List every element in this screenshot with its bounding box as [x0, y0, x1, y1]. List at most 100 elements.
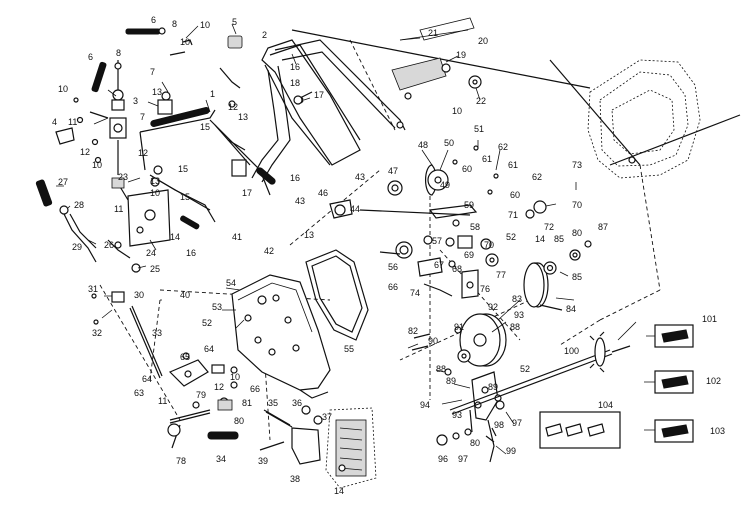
callout-2: 2: [262, 30, 267, 40]
callout-85: 85: [572, 272, 582, 282]
callout-11: 11: [68, 117, 77, 127]
callout-10g: 10: [230, 372, 240, 382]
callout-24: 24: [146, 248, 156, 258]
callout-9: 10: [180, 37, 190, 47]
gasket: [305, 249, 369, 341]
callout-89b: 89: [488, 382, 498, 392]
callout-16c: 16: [186, 248, 196, 258]
callout-83: 83: [512, 294, 522, 304]
upper-right-small-parts: [391, 17, 482, 100]
callout-10e: 10: [150, 188, 160, 198]
callout-103: 103: [710, 426, 725, 436]
callout-29: 29: [72, 242, 82, 252]
callout-52: 52: [506, 232, 516, 242]
callout-27: 27: [58, 177, 68, 187]
callout-60b: 60: [510, 190, 520, 200]
callout-72: 72: [544, 222, 554, 232]
callout-1: 1: [210, 89, 215, 99]
callout-32: 32: [92, 328, 102, 338]
callout-36: 36: [292, 398, 302, 408]
callout-47: 47: [388, 166, 398, 176]
callout-43b: 43: [355, 172, 365, 182]
callout-10f: 10: [452, 106, 462, 116]
callout-30: 30: [134, 290, 144, 300]
callout-8: 8: [172, 19, 177, 29]
callout-63: 63: [134, 388, 144, 398]
callout-88: 88: [510, 322, 520, 332]
callout-39: 39: [258, 456, 268, 466]
callout-12: 12: [228, 102, 238, 112]
callout-64b: 64: [142, 374, 152, 384]
callout-25: 25: [150, 264, 160, 274]
callout-8b: 8: [116, 48, 121, 58]
callout-54: 54: [226, 278, 236, 288]
callout-15: 15: [200, 122, 210, 132]
callout-92: 92: [488, 302, 498, 312]
callout-76: 76: [480, 284, 490, 294]
callout-59: 59: [464, 200, 474, 210]
callout-58: 58: [470, 222, 480, 232]
callout-21: 21: [428, 28, 438, 38]
callout-69: 69: [464, 250, 474, 260]
callout-51: 51: [474, 124, 484, 134]
callout-80b: 80: [470, 438, 480, 448]
callout-17b: 17: [242, 188, 252, 198]
callout-104: 104: [598, 400, 613, 410]
callout-93: 93: [514, 310, 524, 320]
callout-12c: 12: [138, 148, 148, 158]
hardware-kit-box: [539, 411, 621, 449]
callout-82: 82: [408, 326, 418, 336]
callout-43: 43: [295, 196, 305, 206]
callout-13c: 13: [150, 176, 160, 186]
callout-80c: 80: [234, 416, 244, 426]
callout-6: 6: [151, 15, 156, 25]
callout-13: 13: [152, 87, 162, 97]
callout-93b: 93: [452, 410, 462, 420]
callout-56: 56: [388, 262, 398, 272]
callout-labels: 6 8 10 5 2 10 6 8 7 18 16 10 3 13 1 12 1…: [52, 15, 725, 496]
callout-7: 7: [150, 67, 155, 77]
lower-spring-area: [325, 407, 377, 489]
callout-15b: 15: [178, 164, 188, 174]
callout-41: 41: [232, 232, 242, 242]
drive-wheels: [411, 240, 592, 376]
axle-shaft: [449, 331, 631, 415]
callout-52b: 52: [520, 364, 530, 374]
callout-50: 50: [444, 138, 454, 148]
callout-70: 70: [572, 200, 582, 210]
callout-19: 19: [456, 50, 466, 60]
callout-74: 74: [410, 288, 420, 298]
callout-91: 91: [454, 322, 464, 332]
callout-78: 78: [176, 456, 186, 466]
callout-14c: 14: [334, 486, 344, 496]
callout-3: 3: [133, 96, 138, 106]
callout-6b: 6: [88, 52, 93, 62]
lower-drive-parts: [436, 371, 505, 463]
callout-26: 26: [104, 240, 114, 250]
callout-16-top: 16: [290, 62, 300, 72]
callout-37: 37: [322, 412, 332, 422]
callout-7b: 7: [140, 112, 145, 122]
callout-80: 80: [572, 228, 582, 238]
callout-44: 44: [350, 204, 360, 214]
callout-61: 61: [482, 154, 492, 164]
callout-38: 38: [290, 474, 300, 484]
callout-11c: 11: [158, 396, 167, 406]
callout-66: 66: [388, 282, 398, 292]
callout-31: 31: [88, 284, 98, 294]
callout-97: 97: [512, 418, 522, 428]
callout-68: 68: [452, 264, 462, 274]
callout-20: 20: [478, 36, 488, 46]
callout-65: 65: [180, 352, 190, 362]
callout-34: 34: [216, 454, 226, 464]
callout-99: 99: [506, 446, 516, 456]
callout-66b: 66: [250, 384, 260, 394]
belt-packs: [654, 324, 694, 443]
callout-62: 62: [498, 142, 508, 152]
callout-98: 98: [494, 420, 504, 430]
callout-17: 17: [314, 90, 324, 100]
callout-49: 49: [440, 180, 450, 190]
callout-64: 64: [204, 344, 214, 354]
callout-102: 102: [706, 376, 721, 386]
